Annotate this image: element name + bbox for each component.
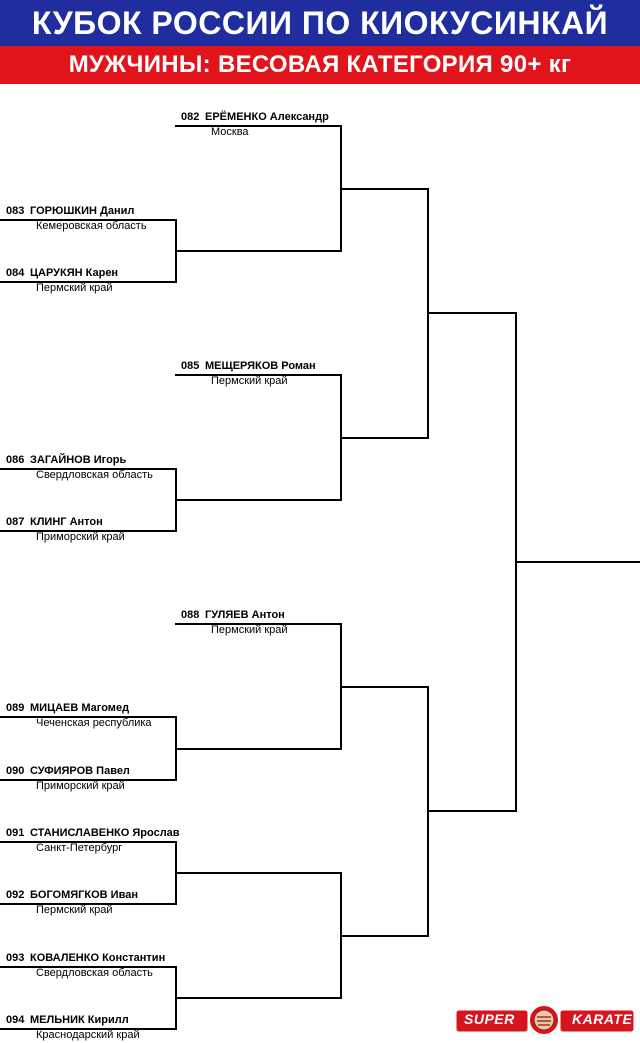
logo-banner — [455, 1004, 635, 1036]
bracket-line — [175, 872, 342, 874]
logo-text-super: SUPER — [464, 1011, 515, 1027]
logo-text-karate: KARATE — [572, 1011, 633, 1027]
fighter-name: ЦАРУКЯН Карен — [30, 267, 119, 279]
fighter-number: 086 — [6, 454, 25, 466]
fighter-entry: 092 БОГОМЯГКОВ Иван Пермский край — [6, 889, 138, 917]
fighter-name: ЗАГАЙНОВ Игорь — [30, 454, 127, 466]
bracket-line — [0, 779, 177, 781]
bracket-line — [340, 686, 429, 688]
fighter-number: 094 — [6, 1014, 25, 1026]
fighter-region: Пермский край — [211, 624, 288, 636]
bracket-line — [427, 810, 517, 812]
fighter-entry: 082 ЕРЁМЕНКО Александр Москва — [181, 111, 329, 139]
fighter-region: Приморский край — [36, 780, 125, 792]
fighter-number: 085 — [181, 360, 200, 372]
fighter-region: Санкт-Петербург — [36, 842, 123, 854]
fighter-region: Москва — [211, 126, 249, 138]
fighter-region: Пермский край — [211, 375, 288, 387]
bracket-line — [0, 1028, 177, 1030]
fighter-name: ГУЛЯЕВ Антон — [205, 609, 285, 621]
bracket-line — [175, 997, 342, 999]
page-title: КУБОК РОССИИ ПО КИОКУСИНКАЙ — [0, 0, 640, 46]
bracket-line — [0, 219, 177, 221]
fighter-entry: 085 МЕЩЕРЯКОВ Роман Пермский край — [181, 360, 316, 388]
bracket-line — [0, 468, 177, 470]
bracket-line — [340, 188, 429, 190]
fighter-number: 083 — [6, 205, 25, 217]
fighter-name: КОВАЛЕНКО Константин — [30, 952, 166, 964]
fighter-number: 088 — [181, 609, 200, 621]
fighter-region: Чеченская республика — [36, 717, 152, 729]
fighter-entry: 089 МИЦАЕВ Магомед Чеченская республика — [6, 702, 152, 730]
bracket-line — [175, 250, 342, 252]
bracket-line — [0, 716, 177, 718]
bracket-line — [0, 966, 177, 968]
fighter-region: Пермский край — [36, 282, 113, 294]
bracket-line — [175, 748, 342, 750]
fighter-region: Свердловская область — [36, 469, 153, 481]
fighter-region: Свердловская область — [36, 967, 153, 979]
fighter-entry: 086 ЗАГАЙНОВ Игорь Свердловская область — [6, 454, 153, 482]
bracket-line — [175, 623, 342, 625]
fighter-entry: 093 КОВАЛЕНКО Константин Свердловская обл… — [6, 952, 165, 980]
fighter-number: 087 — [6, 516, 25, 528]
bracket-line — [175, 499, 342, 501]
fighter-region: Кемеровская область — [36, 220, 147, 232]
fighter-entry: 091 СТАНИСЛАВЕНКО Ярослав Санкт-Петербург — [6, 827, 180, 855]
fighter-name: МЕЛЬНИК Кирилл — [30, 1014, 129, 1026]
bracket-line — [427, 312, 517, 314]
bracket-line — [515, 561, 640, 563]
fighter-region: Краснодарский край — [36, 1029, 140, 1041]
fighter-entry: 087 КЛИНГ Антон Приморский край — [6, 516, 125, 544]
bracket-line — [0, 903, 177, 905]
fighter-name: СТАНИСЛАВЕНКО Ярослав — [30, 827, 180, 839]
fighter-entry: 084 ЦАРУКЯН Карен Пермский край — [6, 267, 118, 295]
fighter-entry: 094 МЕЛЬНИК Кирилл Краснодарский край — [6, 1014, 140, 1042]
bracket-line — [0, 281, 177, 283]
bracket-line — [0, 841, 177, 843]
fighter-region: Приморский край — [36, 531, 125, 543]
fighter-entry: 090 СУФИЯРОВ Павел Приморский край — [6, 765, 130, 793]
fighter-number: 093 — [6, 952, 25, 964]
bracket-line — [175, 374, 342, 376]
fighter-name: МИЦАЕВ Магомед — [30, 702, 130, 714]
fighter-name: ЕРЁМЕНКО Александр — [205, 111, 329, 123]
fighter-name: БОГОМЯГКОВ Иван — [30, 889, 138, 901]
bracket-line — [0, 530, 177, 532]
bracket-line — [340, 437, 429, 439]
fighter-region: Пермский край — [36, 904, 113, 916]
fighter-name: МЕЩЕРЯКОВ Роман — [205, 360, 316, 372]
fighter-entry: 088 ГУЛЯЕВ Антон Пермский край — [181, 609, 288, 637]
bracket-line — [175, 125, 342, 127]
fighter-name: КЛИНГ Антон — [30, 516, 103, 528]
weight-category-subtitle: МУЖЧИНЫ: ВЕСОВАЯ КАТЕГОРИЯ 90+ кг — [0, 46, 640, 84]
fighter-number: 090 — [6, 765, 25, 777]
fighter-number: 084 — [6, 267, 25, 279]
fighter-number: 082 — [181, 111, 200, 123]
fighter-entry: 083 ГОРЮШКИН Данил Кемеровская область — [6, 205, 147, 233]
fighter-number: 089 — [6, 702, 25, 714]
fighter-number: 092 — [6, 889, 25, 901]
fighter-name: ГОРЮШКИН Данил — [30, 205, 135, 217]
bracket-line — [340, 935, 429, 937]
fighter-name: СУФИЯРОВ Павел — [30, 765, 130, 777]
superkarate-logo: SUPER KARATE — [455, 1004, 635, 1036]
fighter-number: 091 — [6, 827, 25, 839]
